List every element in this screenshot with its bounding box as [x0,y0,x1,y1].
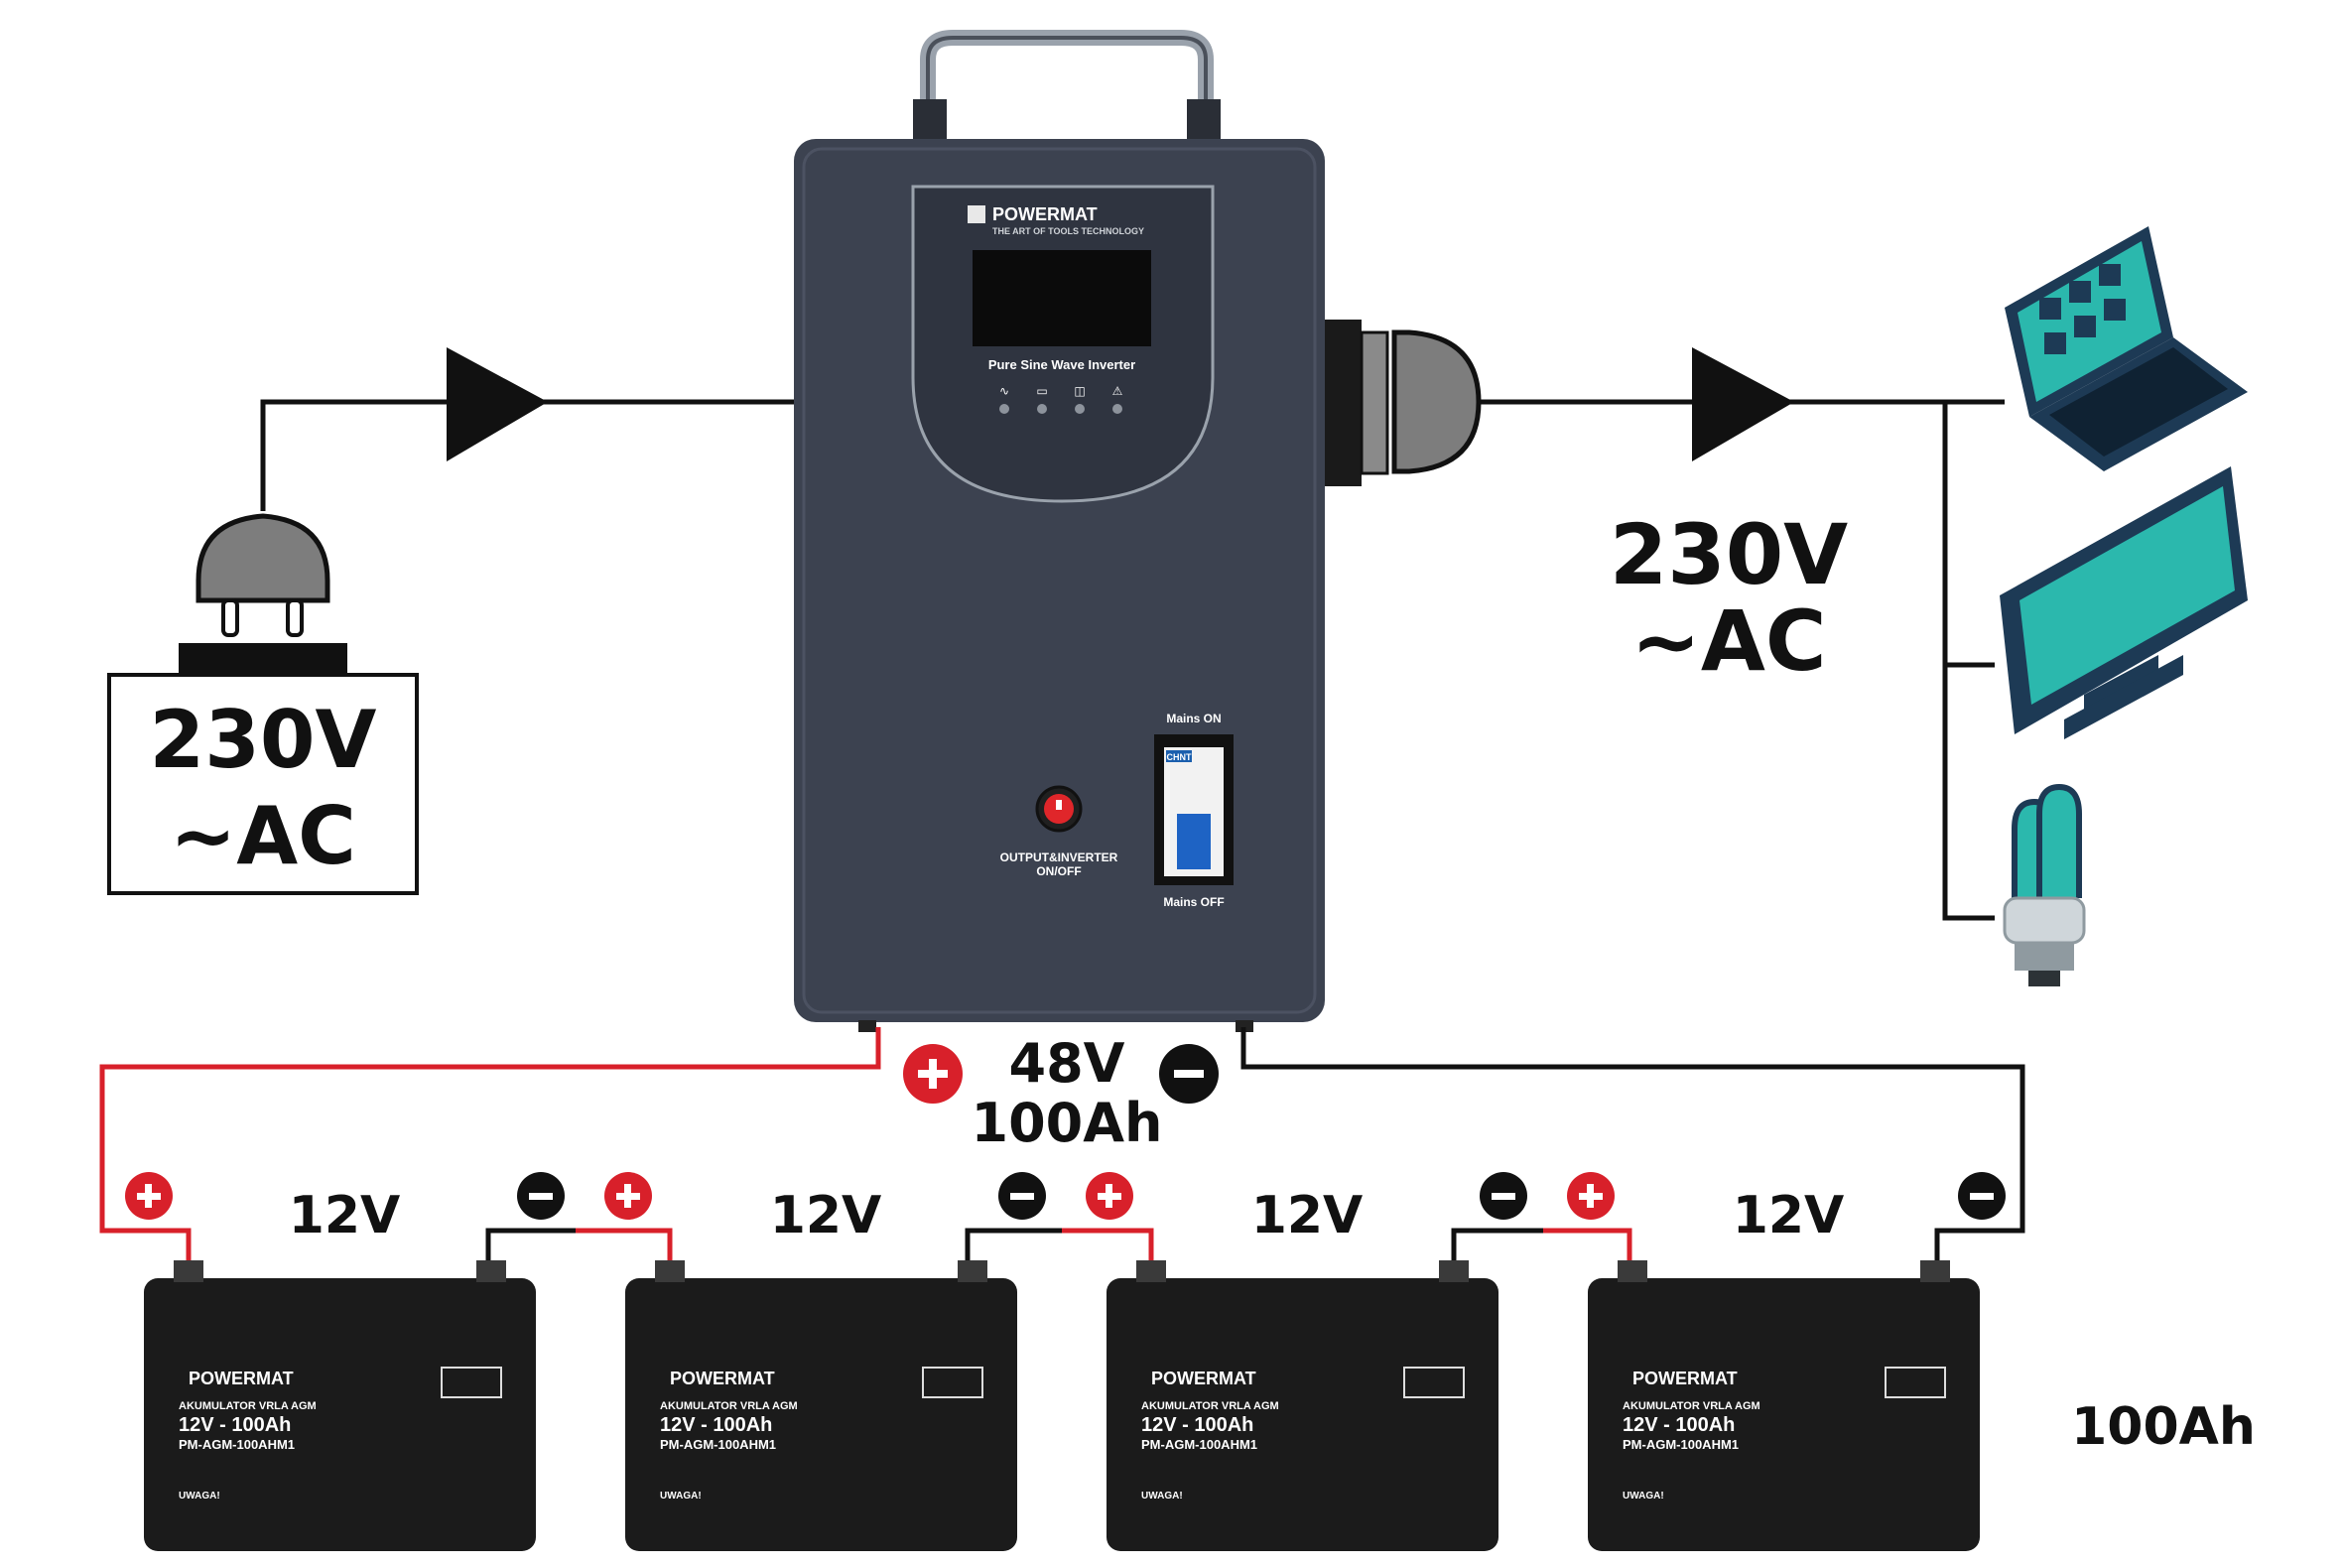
bank-capacity: 100Ah [972,1092,1163,1154]
monitor-icon [2000,466,2248,739]
battery-model: PM-AGM-100AHM1 [179,1437,295,1452]
battery-voltage: 12V [289,1186,401,1245]
battery-rating: 12V - 100Ah [1141,1414,1253,1436]
ac-indicator-icon: ∿ [999,384,1009,398]
inverter-tagline: THE ART OF TOOLS TECHNOLOGY [992,226,1144,236]
bank-negative-icon [1159,1044,1219,1104]
input-arrow-icon [447,347,548,461]
laptop-icon [2005,226,2248,471]
battery-warning: UWAGA! [179,1491,220,1502]
ac-led [999,404,1009,414]
battery-type: AKUMULATOR VRLA AGM [179,1400,317,1412]
battery-4-negative-icon [1958,1172,2006,1220]
battery-model: PM-AGM-100AHM1 [1623,1437,1739,1452]
battery-type: AKUMULATOR VRLA AGM [660,1400,798,1412]
battery-warning: UWAGA! [660,1491,702,1502]
warning-led [1112,404,1122,414]
battery-brand: POWERMAT [189,1369,294,1388]
input-type: ~AC [170,790,356,882]
inverter-unit: POWERMAT THE ART OF TOOLS TECHNOLOGY Pur… [794,30,1325,1032]
battery-rating: 12V - 100Ah [1623,1414,1735,1436]
switch-label-line1: OUTPUT&INVERTER [1000,850,1118,864]
bank-wiring [99,1027,2025,1268]
battery-3-positive-icon [1086,1172,1133,1220]
battery-rating: 12V - 100Ah [660,1414,772,1436]
battery-type: AKUMULATOR VRLA AGM [1623,1400,1760,1412]
mains-off-label: Mains OFF [1163,895,1224,909]
inverter-led [1075,404,1085,414]
capacity-note: 100Ah [2071,1397,2256,1457]
battery-barcode-icon [1885,1367,1946,1398]
bank-positive-icon [903,1044,963,1104]
bank-voltage: 48V [1009,1032,1125,1095]
output-type: ~AC [1630,592,1826,690]
battery-brand: POWERMAT [1151,1369,1256,1388]
battery-2-negative-icon [998,1172,1046,1220]
input-box: 230V ~AC [107,673,419,895]
input-line [260,347,794,511]
mains-on-label: Mains ON [1166,712,1221,725]
battery-brand: POWERMAT [670,1369,775,1388]
battery-model: PM-AGM-100AHM1 [660,1437,776,1452]
battery-warning: UWAGA! [1141,1491,1183,1502]
battery-3-negative-icon [1480,1172,1527,1220]
battery-model: PM-AGM-100AHM1 [1141,1437,1257,1452]
inverter-indicator-icon: ◫ [1074,384,1085,398]
battery-1-negative-icon [517,1172,565,1220]
battery-2-positive-icon [604,1172,652,1220]
input-plug-icon [179,513,347,673]
output-plug-icon [1320,320,1482,486]
battery-4: 12V POWERMAT AKUMULATOR VRLA AGM 12V - 1… [1588,1186,1980,1551]
battery-voltage: 12V [1733,1186,1845,1245]
breaker-brand: CHNT [1167,752,1192,762]
input-voltage: 230V [150,694,377,786]
mains-breaker[interactable]: CHNT [1154,734,1234,885]
battery-4-positive-icon [1567,1172,1615,1220]
bulb-icon [2003,783,2086,986]
battery-3: 12V POWERMAT AKUMULATOR VRLA AGM 12V - 1… [1107,1186,1498,1551]
battery-voltage: 12V [1251,1186,1364,1245]
output-inverter-switch[interactable] [1035,785,1083,833]
battery-1: 12V POWERMAT AKUMULATOR VRLA AGM 12V - 1… [144,1186,536,1551]
switch-label-line2: ON/OFF [1036,864,1081,878]
warning-indicator-icon: ⚠ [1112,384,1123,398]
inverter-display [973,250,1151,346]
battery-barcode-icon [441,1367,502,1398]
inverter-model-label: Pure Sine Wave Inverter [988,357,1135,372]
battery-type: AKUMULATOR VRLA AGM [1141,1400,1279,1412]
battery-brand: POWERMAT [1632,1369,1738,1388]
output-voltage: 230V [1610,506,1848,603]
battery-warning: UWAGA! [1623,1491,1664,1502]
battery-led [1037,404,1047,414]
battery-voltage: 12V [770,1186,882,1245]
battery-1-positive-icon [125,1172,173,1220]
battery-barcode-icon [922,1367,983,1398]
battery-indicator-icon: ▭ [1036,384,1047,398]
output-line [1474,347,2005,921]
battery-2: 12V POWERMAT AKUMULATOR VRLA AGM 12V - 1… [625,1186,1017,1551]
battery-barcode-icon [1403,1367,1465,1398]
inverter-brand: POWERMAT [992,204,1098,224]
battery-rating: 12V - 100Ah [179,1414,291,1436]
output-arrow-icon [1692,347,1794,461]
